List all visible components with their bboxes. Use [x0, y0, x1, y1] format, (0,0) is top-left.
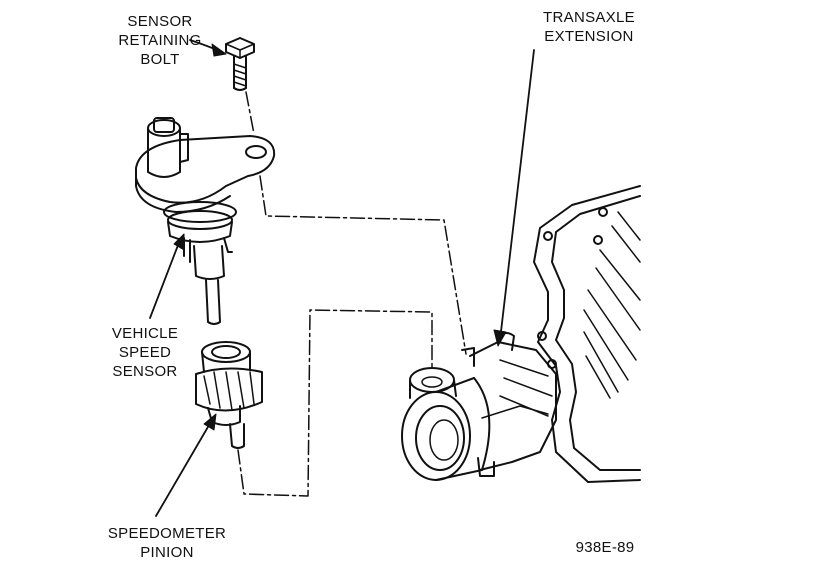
figure-number: 938E-89: [575, 539, 635, 556]
label-line: PINION: [140, 544, 194, 561]
label-line: SENSOR: [127, 13, 193, 30]
transaxle-case: [401, 185, 641, 483]
label-line: VEHICLE: [111, 325, 179, 342]
label-transaxle-extension: TRANSAXLE EXTENSION: [528, 8, 650, 46]
speedometer-pinion: [195, 341, 263, 449]
assembly-centerlines: [237, 91, 467, 497]
vehicle-speed-sensor: [135, 117, 276, 325]
label-line: SPEED: [118, 344, 172, 361]
label-line: EXTENSION: [544, 28, 634, 45]
label-line: SPEEDOMETER: [107, 525, 227, 542]
label-line: RETAINING: [118, 32, 202, 49]
label-line: SENSOR: [112, 363, 178, 380]
label-sensor-retaining-bolt: SENSOR RETAINING BOLT: [112, 12, 208, 69]
label-line: BOLT: [140, 51, 180, 68]
label-vehicle-speed-sensor: VEHICLE SPEED SENSOR: [100, 324, 190, 381]
label-line: TRANSAXLE: [543, 9, 635, 26]
arrowheads: [173, 43, 507, 431]
sensor-retaining-bolt: [225, 37, 255, 91]
label-speedometer-pinion: SPEEDOMETER PINION: [92, 524, 242, 562]
